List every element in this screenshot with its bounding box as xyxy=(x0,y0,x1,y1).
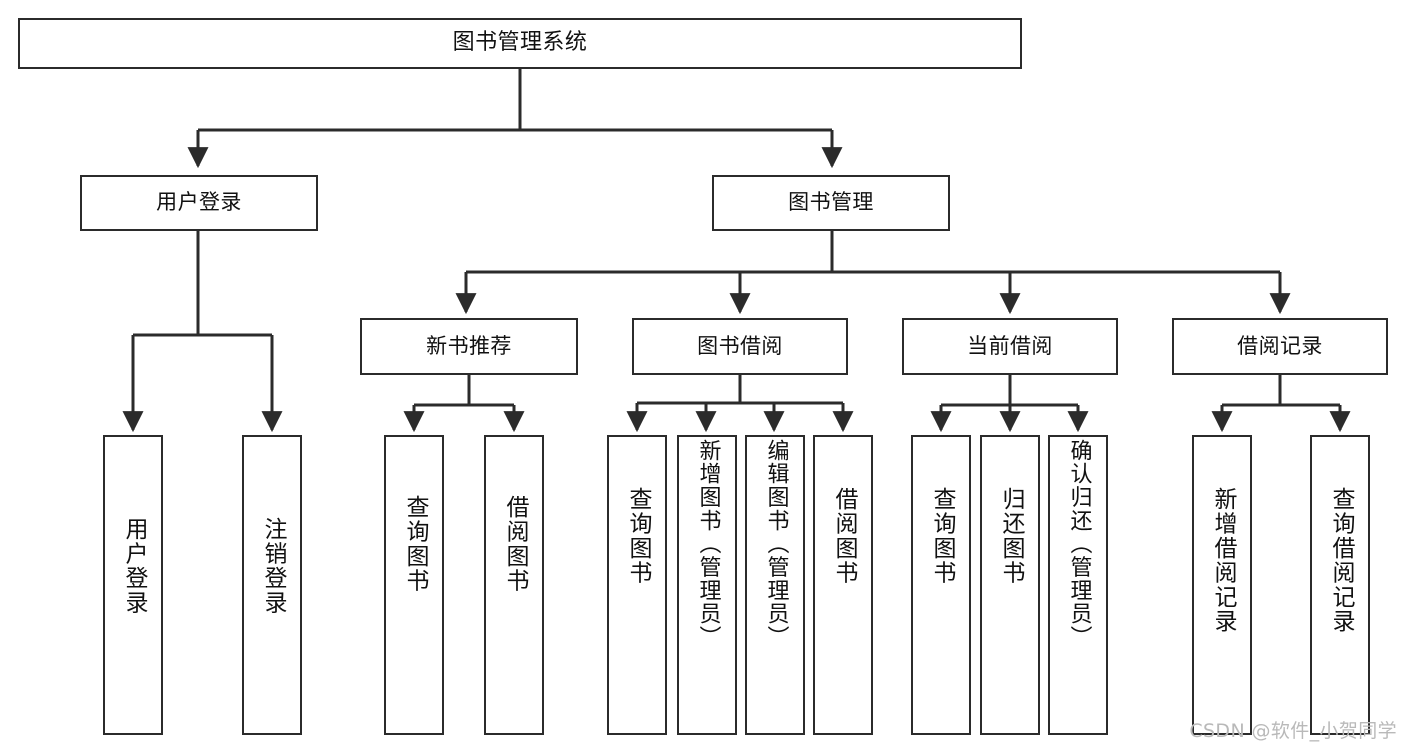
leaf-confirm-return-label: 确认归还（管理员） xyxy=(1066,439,1092,649)
leaf-logout-login-label: 注销登录 xyxy=(259,517,286,615)
leaf-borrow-book-2[interactable]: 借阅图书 xyxy=(813,435,873,735)
node-borrow-record-label: 借阅记录 xyxy=(1237,333,1323,358)
leaf-edit-book[interactable]: 编辑图书（管理员） xyxy=(745,435,805,735)
node-new-book-recommend-label: 新书推荐 xyxy=(426,333,512,358)
leaf-return-book[interactable]: 归还图书 xyxy=(980,435,1040,735)
leaf-add-record-label: 新增借阅记录 xyxy=(1209,487,1236,634)
leaf-borrow-book-1[interactable]: 借阅图书 xyxy=(484,435,544,735)
node-book-borrow-label: 图书借阅 xyxy=(697,333,783,358)
node-borrow-record[interactable]: 借阅记录 xyxy=(1172,318,1388,375)
leaf-query-book-2-label: 查询图书 xyxy=(624,487,651,585)
leaf-query-record[interactable]: 查询借阅记录 xyxy=(1310,435,1370,735)
node-current-borrow[interactable]: 当前借阅 xyxy=(902,318,1118,375)
leaf-query-book-3[interactable]: 查询图书 xyxy=(911,435,971,735)
leaf-logout-login[interactable]: 注销登录 xyxy=(242,435,302,735)
node-book-manage[interactable]: 图书管理 xyxy=(712,175,950,231)
node-book-manage-label: 图书管理 xyxy=(788,190,874,215)
node-current-borrow-label: 当前借阅 xyxy=(967,333,1053,358)
leaf-return-book-label: 归还图书 xyxy=(997,487,1024,585)
leaf-user-login-label: 用户登录 xyxy=(120,517,147,615)
node-book-borrow[interactable]: 图书借阅 xyxy=(632,318,848,375)
leaf-query-book-3-label: 查询图书 xyxy=(928,487,955,585)
node-user-login-label: 用户登录 xyxy=(156,190,242,215)
node-root-system-label: 图书管理系统 xyxy=(452,30,588,56)
leaf-user-login[interactable]: 用户登录 xyxy=(103,435,163,735)
leaf-query-book-1-label: 查询图书 xyxy=(401,495,428,593)
leaf-query-book-1[interactable]: 查询图书 xyxy=(384,435,444,735)
leaf-add-record[interactable]: 新增借阅记录 xyxy=(1192,435,1252,735)
leaf-borrow-book-2-label: 借阅图书 xyxy=(830,487,857,585)
leaf-confirm-return[interactable]: 确认归还（管理员） xyxy=(1048,435,1108,735)
leaf-add-book[interactable]: 新增图书（管理员） xyxy=(677,435,737,735)
leaf-borrow-book-1-label: 借阅图书 xyxy=(501,495,528,593)
node-new-book-recommend[interactable]: 新书推荐 xyxy=(360,318,578,375)
leaf-add-book-label: 新增图书（管理员） xyxy=(695,439,721,649)
leaf-query-record-label: 查询借阅记录 xyxy=(1327,487,1354,634)
leaf-edit-book-label: 编辑图书（管理员） xyxy=(763,439,789,649)
node-root-system[interactable]: 图书管理系统 xyxy=(18,18,1022,69)
node-user-login[interactable]: 用户登录 xyxy=(80,175,318,231)
leaf-query-book-2[interactable]: 查询图书 xyxy=(607,435,667,735)
csdn-watermark: CSDN @软件_小贺同学 xyxy=(1189,720,1397,742)
